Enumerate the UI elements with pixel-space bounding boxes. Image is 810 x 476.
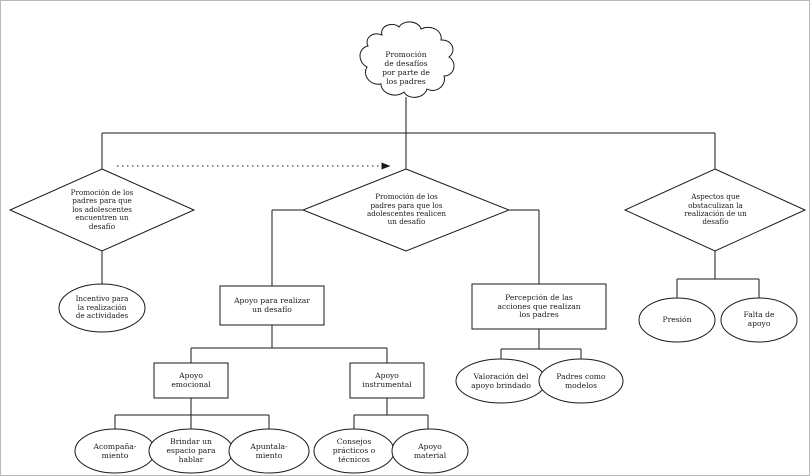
ellipse-shape-apoyo-material [391,428,469,474]
ellipse-shape-brindar-espacio [148,428,234,474]
ellipse-shape-apuntalamiento [228,428,310,474]
diamond-shape-obstaculizan [623,168,807,252]
diamond-shape-realicen [301,168,511,252]
cloud-shape-promocion-desafios [359,21,455,98]
ellipse-shape-consejos [313,428,395,474]
rect-shape-apoyo-realizar [219,285,325,326]
ellipse-shape-incentivo [58,283,146,333]
rect-shape-apoyo-instrumental [349,362,425,399]
ellipse-shape-valoracion [455,358,547,404]
diamond-shape-encuentren [8,168,196,252]
rect-shape-percepcion [471,283,607,330]
ellipse-shape-acompanamiento [74,428,156,474]
ellipse-shape-falta-apoyo [720,297,798,343]
ellipse-shape-presion [638,297,716,343]
ellipse-shape-padres-modelos [538,358,624,404]
rect-shape-apoyo-emocional [153,362,229,399]
